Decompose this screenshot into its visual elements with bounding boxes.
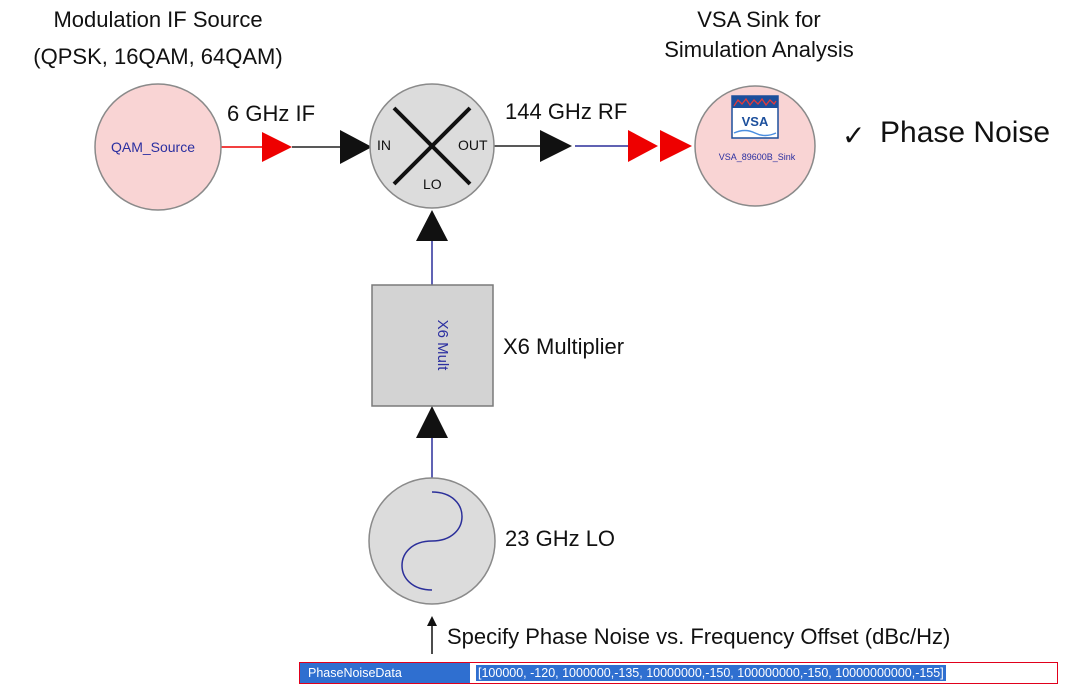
mixer-cross-line-b (392, 106, 472, 186)
phase-noise-parameter-name: PhaseNoiseData (300, 663, 470, 683)
mixer-in-port[interactable] (340, 130, 372, 164)
vsa-logo-text: VSA (742, 114, 769, 129)
rf-frequency-label: 144 GHz RF (505, 99, 628, 124)
multiplier-block-label: X6 Mult (434, 320, 451, 372)
vsa-sink-label: VSA_89600B_Sink (719, 152, 796, 162)
vsa-logo-icon: VSA (731, 95, 779, 139)
lo-frequency-label: 23 GHz LO (505, 526, 616, 551)
sine-wave-icon (401, 491, 463, 591)
vsa-sink-block[interactable] (694, 85, 816, 207)
sink-title-line1: VSA Sink for (697, 7, 821, 32)
specify-phase-noise-label: Specify Phase Noise vs. Frequency Offset… (447, 624, 951, 649)
sink-title-line2: Simulation Analysis (664, 37, 854, 62)
mixer-lo-label: LO (423, 176, 442, 192)
mixer-in-label: IN (377, 137, 391, 153)
if-frequency-label: 6 GHz IF (227, 101, 316, 126)
source-title-line1: Modulation IF Source (53, 7, 263, 32)
qam-source-label: QAM_Source (111, 139, 195, 155)
mixer-lo-port[interactable] (416, 210, 448, 241)
source-title-line2: (QPSK, 16QAM, 64QAM) (33, 44, 283, 69)
phase-noise-parameter-row[interactable]: PhaseNoiseData [100000, -120, 1000000,-1… (299, 662, 1058, 684)
pointer-arrow-icon (427, 616, 437, 626)
sink-input-port-1[interactable] (628, 130, 658, 162)
mixer-out-port[interactable] (540, 130, 572, 162)
phase-noise-parameter-field[interactable]: [100000, -120, 1000000,-135, 10000000,-1… (470, 663, 1057, 683)
phase-noise-label: Phase Noise (880, 116, 1051, 149)
sink-input-port-2[interactable] (660, 130, 692, 162)
multiplier-label: X6 Multiplier (503, 334, 625, 359)
source-output-port[interactable] (262, 132, 292, 162)
check-icon: ✓ (842, 120, 866, 151)
multiplier-input-port[interactable] (416, 406, 448, 438)
qam-source-block[interactable] (94, 83, 222, 211)
phase-noise-parameter-value[interactable]: [100000, -120, 1000000,-135, 10000000,-1… (476, 665, 946, 681)
multiplier-block[interactable] (371, 284, 494, 407)
mixer-out-label: OUT (458, 137, 488, 153)
